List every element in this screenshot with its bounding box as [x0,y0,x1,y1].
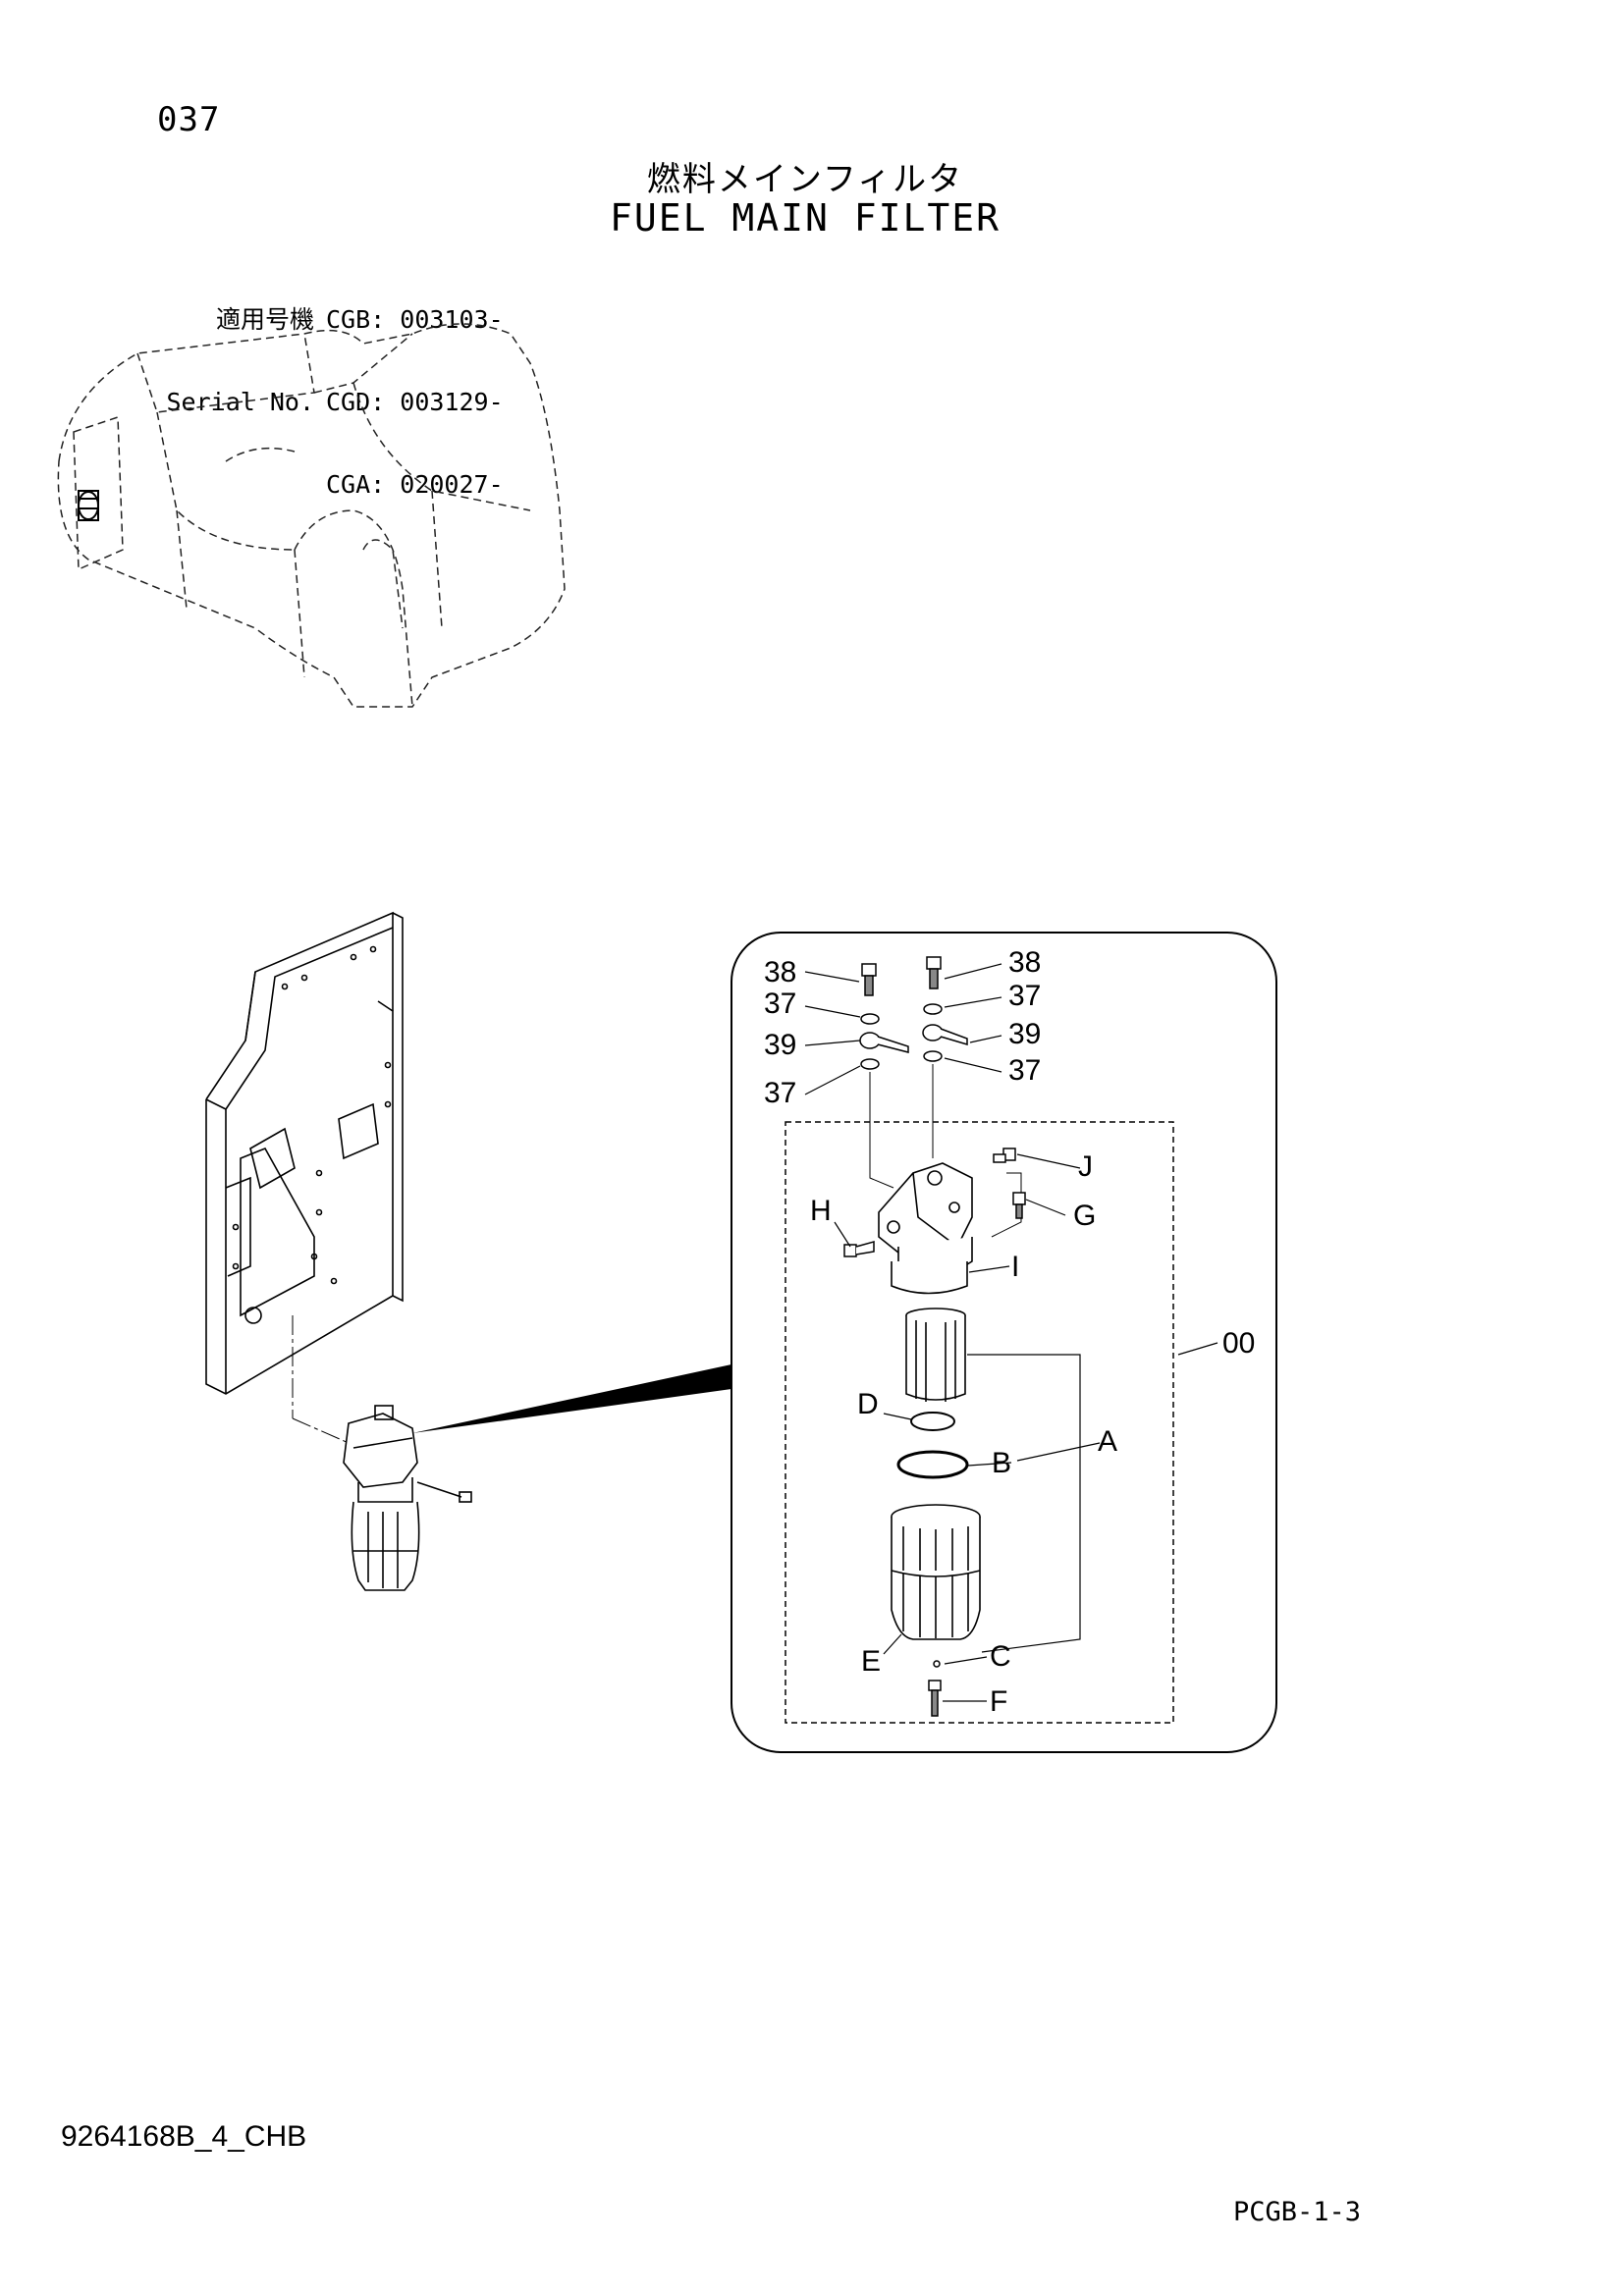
filter-element [905,1308,966,1402]
callout-e: E [861,1645,881,1678]
serial-code: CGA: [326,470,386,499]
bolt-38-right [926,956,942,989]
o-ring-b [896,1450,969,1479]
callout-37-left-bottom: 37 [764,1077,796,1109]
bolt-h [843,1241,875,1257]
callout-37-left-top: 37 [764,988,796,1020]
drain-plug-f [928,1680,942,1717]
callout-i: I [1011,1251,1019,1283]
callout-37-right-bottom: 37 [1008,1054,1041,1087]
filter-assembly-small [343,1405,472,1591]
callout-39-left: 39 [764,1029,796,1061]
document-number: 9264168B_4_CHB [61,2120,307,2153]
filter-head [878,1162,973,1274]
serial-number-block: 適用号機 CGB: 003103- Serial No. CGD: 003129… [157,251,504,526]
serial-code: CGB: [326,305,386,334]
callout-c: C [990,1640,1011,1673]
mounting-bracket-panel [205,911,404,1395]
detail-view-frame [731,932,1277,1753]
serial-label-ja: 適用号機 [215,305,314,334]
callout-h: H [810,1195,832,1227]
callout-38-right: 38 [1008,946,1041,979]
callout-39-right: 39 [1008,1018,1041,1050]
leader-lines [804,963,1218,1702]
machine-overview-illustration [57,323,566,708]
washer-37-right-bottom [923,1050,943,1062]
bolt-g [1012,1192,1026,1219]
serial-code: CGD: [326,388,386,416]
title-japanese: 燃料メインフィルタ [646,160,964,199]
serial-row-1: 適用号機 CGB: 003103- [157,306,504,334]
callout-37-right-top: 37 [1008,980,1041,1012]
bolt-j [993,1148,1016,1163]
filter-bowl [891,1504,981,1640]
o-ring-c [933,1660,941,1668]
callout-00: 00 [1222,1327,1255,1360]
washer-37-right-top [923,1003,943,1015]
detail-callout-wedge [412,1364,731,1433]
washer-37-left-bottom [860,1058,880,1070]
bolt-38-left [861,963,877,996]
filter-location-marker [78,490,99,521]
serial-row-3: CGA: 020027- [157,471,504,499]
banjo-39-right [922,1024,968,1046]
page-code: PCGB-1-3 [1233,2197,1362,2227]
title-english: FUEL MAIN FILTER [609,196,1001,240]
washer-37-left-top [860,1013,880,1025]
assembly-boundary [785,1121,1174,1724]
callout-d: D [857,1388,879,1420]
callout-a: A [1098,1425,1117,1458]
seal-d [910,1412,955,1431]
callout-b: B [992,1447,1011,1479]
head-base-i [891,1261,968,1295]
serial-row-2: Serial No. CGD: 003129- [157,388,504,416]
serial-value: 003129- [400,388,504,416]
serial-value: 020027- [400,470,504,499]
banjo-39-left [859,1032,909,1053]
serial-value: 003103- [400,305,504,334]
page-number: 037 [157,100,221,139]
bracket-to-filter-guide [292,1417,350,1444]
callout-f: F [990,1685,1007,1718]
callout-g: G [1073,1200,1096,1232]
callout-j: J [1078,1150,1093,1183]
callout-38-left: 38 [764,956,796,988]
